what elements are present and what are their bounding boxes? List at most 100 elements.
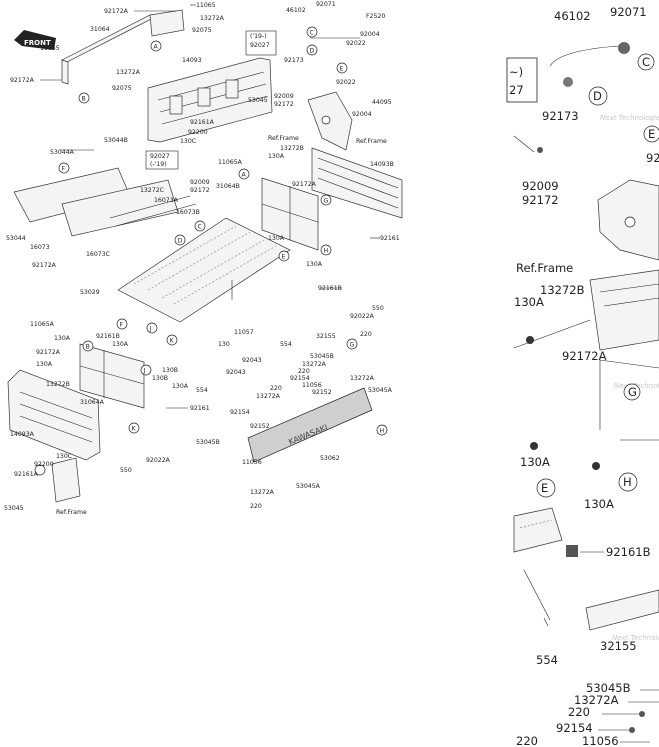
label-220-2: 220: [360, 331, 372, 338]
label-13272-3: 13272A: [256, 393, 281, 400]
label-92004-1: 92004: [360, 31, 380, 38]
label-130A-3: 130A: [306, 261, 323, 268]
label-92172A-1: 92172A: [104, 8, 129, 15]
ref-j-1: J: [149, 326, 152, 333]
ref-c-1: C: [310, 30, 314, 37]
label-11065-2: 11065: [40, 45, 60, 52]
label-130A-2: 130A: [268, 235, 285, 242]
front-panel: [147, 57, 273, 143]
ref-e-2: E: [282, 254, 286, 261]
label-53045A-1: 53045A: [368, 387, 393, 394]
zoom-bracket: [597, 179, 659, 261]
label-14093B: 14093B: [370, 161, 394, 168]
zoom-label-32155: 32155: [600, 639, 637, 653]
label-53045-1: 53045: [248, 97, 268, 104]
label-92172-2: 92172: [190, 187, 210, 194]
label-92152-1: 92152: [312, 389, 332, 396]
ref-e-1: E: [340, 66, 344, 73]
label-14093: 14093: [182, 57, 202, 64]
label-92152-2: 92152: [250, 423, 270, 430]
label-220-1: 220: [298, 368, 310, 375]
label-130C-2: 130C: [56, 453, 72, 460]
label-130A-1: 130A: [268, 153, 285, 160]
label-53045-2: 53045: [4, 505, 24, 512]
overview-labels: 92172A 11065 13272A 31064 92075 11065 14…: [4, 1, 400, 516]
ref-g-2: G: [350, 342, 355, 349]
ref-frame-1: Ref.Frame: [268, 135, 299, 142]
ref-a-1: A: [154, 44, 159, 51]
label-13272C: 13272C: [140, 187, 164, 194]
label-92173-1: 92173: [284, 57, 304, 64]
ref-f-1: F: [62, 166, 66, 173]
zoom-label-46102: 46102: [554, 9, 591, 23]
label-92022-2: 92022: [336, 79, 356, 86]
label-92022-1: 92022: [346, 40, 366, 47]
side-rail-top: [61, 9, 185, 85]
zoom-label-92161B: 92161B: [606, 545, 651, 559]
ref-h-1: H: [324, 248, 329, 255]
ref-b-1: B: [82, 96, 86, 103]
ref-g-1: G: [324, 198, 329, 205]
zoom-ref-c: C: [642, 55, 650, 69]
zoom-label-220-1: 220: [568, 705, 590, 719]
zoom-ref-h: H: [623, 475, 632, 489]
bracket-right-top: [307, 91, 353, 151]
ref-c-2: C: [198, 224, 202, 231]
ref-j-2: J: [143, 368, 146, 375]
zoom-label-92-partial: 92004: [646, 151, 659, 165]
ref-frame-2: Ref.Frame: [356, 138, 387, 145]
label-92161B-1: 92161B: [318, 285, 342, 292]
zoom-label-554: 554: [536, 653, 558, 667]
lower-bracket: [34, 457, 81, 503]
label-92071-1: 92071: [316, 1, 336, 8]
label-92172-1: 92172: [274, 101, 294, 108]
label-92154-1: 92154: [290, 375, 310, 382]
zoom-panel: ~) 27 46102 92071 C D 92173 Next Technol…: [506, 5, 659, 747]
label-16073A: 16073A: [154, 197, 179, 204]
label-13272A-2: 13272A: [116, 69, 141, 76]
label-92004-2: 92004: [352, 111, 372, 118]
label-92022A-2: 92022A: [146, 457, 171, 464]
label-130A-4: 130A: [54, 335, 71, 342]
label-92022A-1: 92022A: [350, 313, 375, 320]
label-92154-2: 92154: [230, 409, 250, 416]
diagram-id: F2520: [366, 13, 385, 20]
label-11065-1: 11065: [196, 2, 216, 9]
label-53029: 53029: [80, 289, 100, 296]
label-92161A-2: 92161A: [14, 471, 39, 478]
zoom-paren: ~): [509, 65, 523, 79]
ref-d-1: D: [310, 48, 315, 55]
ref-b-2: B: [86, 344, 90, 351]
bed-frame-left: [79, 343, 145, 409]
front-label: FRONT: [24, 39, 51, 47]
zoom-floor-corner: [513, 507, 563, 553]
label-31064: 31064: [90, 26, 110, 33]
label-53045B-1: 53045B: [310, 353, 334, 360]
zoom-label-92009: 92009: [522, 179, 559, 193]
bed-floor: [117, 217, 291, 323]
label-13272-2: 13272A: [350, 375, 375, 382]
label-220-4: 220: [250, 503, 262, 510]
label-11065A-1: 11065A: [218, 159, 243, 166]
ref-d-2: D: [178, 238, 183, 245]
label-130A-7: 130A: [172, 383, 189, 390]
label-92043-2: 92043: [226, 369, 246, 376]
label-92027-2: 92027: [150, 153, 170, 160]
label-53044: 53044: [6, 235, 26, 242]
zoom-label-92071: 92071: [610, 5, 647, 19]
zoom-label-13272B: 13272B: [540, 283, 585, 297]
zoom-label-220-2: 220: [516, 734, 538, 747]
label-11056-1: 11056: [302, 382, 322, 389]
label-11056-2: 11056: [242, 459, 262, 466]
ref-h-2: H: [380, 428, 385, 435]
label-92075-2: 92075: [112, 85, 132, 92]
bed-frame-right: [261, 177, 319, 251]
label-130C-1: 130C: [180, 138, 196, 145]
note-19b: (-'19): [150, 161, 167, 168]
label-13272-4: 13272A: [250, 489, 275, 496]
label-92172A-2: 92172A: [10, 77, 35, 84]
overview-panel: F2520 FRONT: [4, 1, 403, 516]
label-31064A: 31064A: [80, 399, 105, 406]
